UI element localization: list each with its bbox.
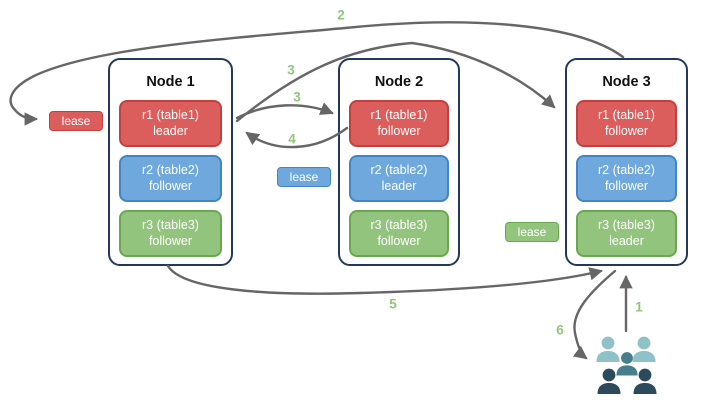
step-4-label: 4 (288, 131, 296, 147)
arrow-step-2 (9, 21, 625, 126)
users-group-icon (596, 336, 657, 394)
arrow-step-6 (572, 269, 617, 360)
replica-name: r1 (table1) (598, 108, 655, 122)
step-3-label-a: 3 (287, 62, 295, 78)
step-5-label: 5 (389, 296, 397, 312)
replica-name: r2 (table2) (370, 163, 428, 177)
node-1-replica-r3-follower: r3 (table3) follower (119, 210, 222, 257)
step-2-label: 2 (337, 7, 345, 23)
node-2: Node 2 r1 (table1) follower r2 (table2) … (338, 58, 460, 266)
node-2-replica-r2-leader: r2 (table2) leader (349, 155, 449, 202)
replica-role: leader (153, 123, 188, 138)
replica-name: r3 (table3) (142, 218, 199, 232)
replica-name: r2 (table2) (598, 163, 655, 177)
arrow-step-4-ack (245, 126, 349, 149)
node-2-replica-r1-follower: r1 (table1) follower (349, 100, 449, 147)
replica-role: follower (148, 178, 193, 193)
replica-name: r2 (table2) (142, 163, 199, 177)
node-1: Node 1 r1 (table1) leader r2 (table2) fo… (108, 58, 233, 266)
replica-name: r3 (table3) (598, 218, 655, 232)
lease-badge-r2: lease (277, 167, 331, 187)
step-3-label-b: 3 (293, 89, 301, 105)
lease-badge-r3: lease (505, 222, 559, 242)
node-1-replica-r2-follower: r2 (table2) follower (119, 155, 222, 202)
node-1-title: Node 1 (146, 74, 195, 90)
replica-name: r1 (table1) (370, 108, 428, 122)
replica-role: leader (609, 233, 644, 248)
replica-name: r3 (table3) (370, 218, 428, 232)
replica-role: follower (604, 178, 649, 193)
replica-role: follower (377, 233, 421, 248)
arrow-step-5 (166, 264, 603, 295)
replica-role: leader (381, 178, 417, 193)
node-1-replica-r1-leader: r1 (table1) leader (119, 100, 222, 147)
node-3: Node 3 r1 (table1) follower r2 (table2) … (565, 58, 688, 266)
step-1-label: 1 (635, 299, 643, 315)
node-3-replica-r3-leader: r3 (table3) leader (576, 210, 677, 257)
node-3-replica-r1-follower: r1 (table1) follower (576, 100, 677, 147)
replica-role: follower (604, 123, 649, 138)
lease-badge-r1: lease (49, 111, 103, 131)
replica-name: r1 (table1) (142, 108, 199, 122)
step-6-label: 6 (556, 322, 564, 338)
node-2-replica-r3-follower: r3 (table3) follower (349, 210, 449, 257)
replica-role: follower (148, 233, 193, 248)
node-2-title: Node 2 (374, 74, 424, 90)
node-3-title: Node 3 (602, 74, 651, 90)
node-3-replica-r2-follower: r2 (table2) follower (576, 155, 677, 202)
arrow-step-3-to-node2 (235, 102, 334, 120)
replica-role: follower (377, 123, 421, 138)
